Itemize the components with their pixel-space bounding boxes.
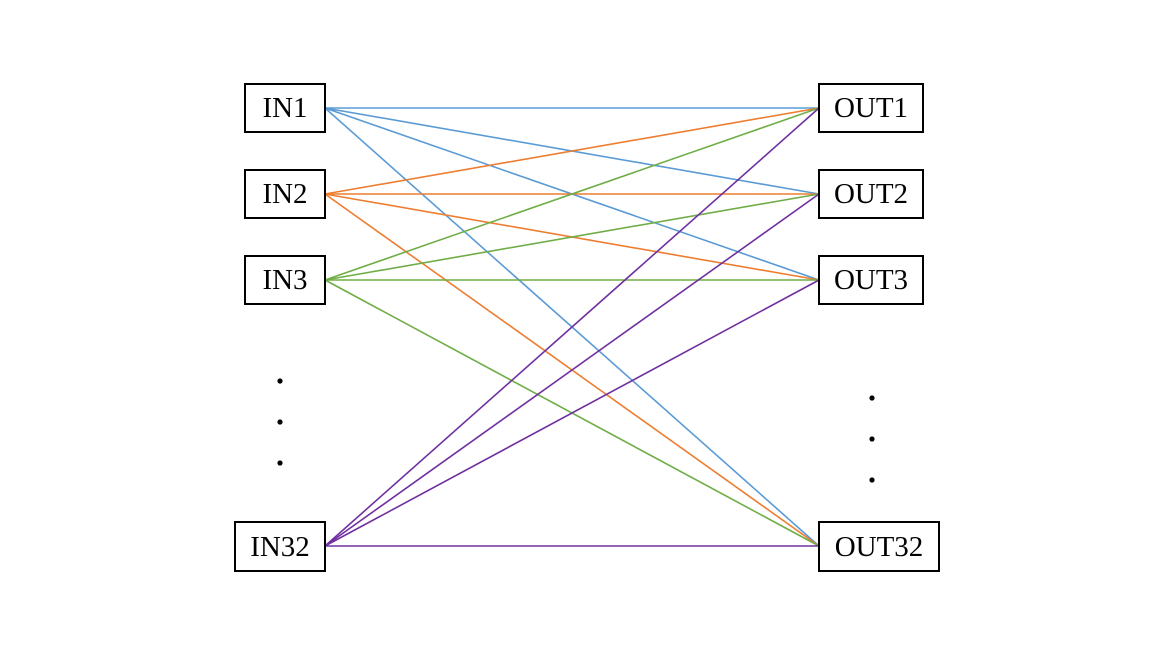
edge-in32-out3 [324, 279, 820, 547]
ellipsis-dot [869, 395, 875, 401]
output-label: OUT3 [834, 264, 908, 296]
ellipsis-dot [277, 460, 283, 466]
ellipsis-dot [869, 436, 875, 442]
output-node-out2: OUT2 [818, 169, 924, 219]
output-ellipsis [869, 395, 875, 483]
input-label: IN32 [250, 531, 310, 563]
output-node-out3: OUT3 [818, 255, 924, 305]
input-label: IN2 [262, 178, 307, 210]
output-label: OUT2 [834, 178, 908, 210]
input-label: IN3 [262, 264, 307, 296]
input-node-in32: IN32 [234, 521, 326, 572]
ellipsis-dot [869, 477, 875, 483]
output-label: OUT32 [835, 531, 924, 563]
input-label: IN1 [262, 92, 307, 124]
edge-in3-out2 [324, 193, 820, 281]
edge-in32-out2 [324, 193, 820, 547]
ellipsis-dot [277, 419, 283, 425]
input-node-in3: IN3 [244, 255, 326, 305]
edge-in32-out1 [324, 107, 820, 547]
input-node-in2: IN2 [244, 169, 326, 219]
output-node-out1: OUT1 [818, 83, 924, 133]
output-node-out32: OUT32 [818, 521, 940, 572]
output-label: OUT1 [834, 92, 908, 124]
edge-in2-out1 [324, 107, 820, 195]
input-node-in1: IN1 [244, 83, 326, 133]
ellipsis-dot [277, 378, 283, 384]
input-ellipsis [277, 378, 283, 466]
connection-lines [324, 107, 820, 547]
edge-in3-out1 [324, 107, 820, 281]
